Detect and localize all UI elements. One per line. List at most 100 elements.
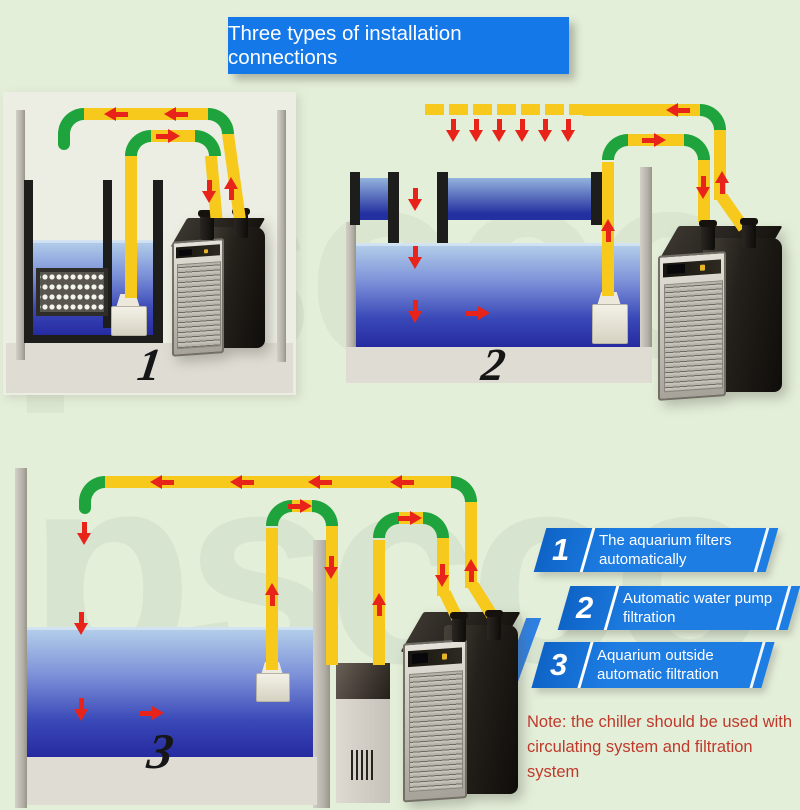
legend-separator — [579, 528, 596, 572]
tank1-divider — [103, 180, 112, 328]
arrow-left-icon — [164, 107, 188, 121]
chiller1-inlet-fitting — [198, 210, 216, 240]
chiller3-outlet-fitting — [485, 610, 503, 640]
arrow-right-icon — [140, 706, 164, 720]
tank1-right-wall — [153, 180, 163, 343]
diagram1-floor — [6, 343, 293, 393]
arrow-right-icon — [466, 306, 490, 320]
arrow-left-icon — [390, 475, 414, 489]
chiller-display — [663, 258, 722, 278]
pipe-return1 — [84, 108, 208, 120]
legend-label-line: automatically — [599, 551, 687, 568]
tank3-floor — [27, 757, 317, 805]
arrow-down-icon — [74, 698, 88, 722]
tank2-left-wall — [346, 222, 356, 380]
chiller-lcd — [411, 653, 428, 664]
legend-number: 1 — [552, 532, 570, 567]
legend-item-3: 3 Aquarium outside automatic filtration — [531, 642, 775, 688]
filter-box — [36, 268, 108, 316]
pump3-body — [256, 673, 290, 702]
arrow-down-icon — [408, 300, 422, 324]
arrow-up-icon — [372, 592, 386, 616]
filter-tower-top — [336, 663, 390, 699]
legend-separator — [603, 586, 620, 630]
arrow-up-icon — [265, 582, 279, 606]
chiller-grille — [663, 279, 723, 392]
filter-tower-vents — [351, 750, 375, 780]
chiller2-outlet-fitting — [740, 218, 758, 248]
chiller-front-panel — [172, 237, 225, 356]
legend-endline — [749, 642, 766, 688]
chiller3-inlet-fitting — [450, 612, 468, 642]
legend-item-1: 1 The aquarium filters automatically — [533, 528, 779, 572]
spray-bar-dashed — [425, 104, 583, 115]
arrow-right-icon — [398, 511, 422, 525]
arrow-down-icon — [408, 246, 422, 270]
tray-water-segment — [448, 178, 591, 220]
chiller-lcd — [179, 248, 193, 256]
chiller-grille — [408, 670, 464, 793]
pipe-outlet-end — [79, 500, 91, 514]
pipe-return3 — [105, 476, 451, 488]
chiller-led — [441, 653, 447, 661]
legend-endline — [775, 586, 792, 630]
tray-post — [591, 172, 602, 225]
legend-label-line: automatic filtration — [597, 666, 719, 683]
legend-number: 3 — [550, 647, 568, 682]
pipe-elbow — [700, 104, 726, 130]
legend-label: Automatic water pump filtration — [623, 589, 772, 627]
legend-number: 2 — [576, 590, 594, 625]
chiller-grille — [176, 260, 222, 349]
arrow-up-icon — [715, 170, 729, 194]
legend-label-line: Aquarium outside — [597, 646, 714, 664]
chiller-front-panel — [403, 639, 467, 803]
arrow-left-icon — [308, 475, 332, 489]
arrow-up-icon — [464, 558, 478, 582]
chiller-front-panel — [658, 250, 727, 401]
tank1-left-wall — [24, 180, 33, 343]
tray-post — [388, 172, 399, 243]
legend-label: The aquarium filters automatically — [599, 531, 732, 569]
tank1-bottom — [24, 335, 163, 343]
arrow-left-icon — [666, 103, 690, 117]
legend-label-line: Automatic water pump — [623, 589, 773, 607]
legend-item-2: 2 Automatic water pump filtration — [557, 586, 800, 630]
chiller-unit-2 — [657, 226, 783, 401]
chiller-led — [699, 264, 705, 271]
legend-label-line: The aquarium filters — [599, 531, 732, 549]
arrow-down-icon — [435, 564, 449, 588]
note-line: circulating system and filtration system — [527, 737, 753, 781]
tank3-right-wall — [313, 540, 330, 808]
arrow-right-icon — [642, 133, 666, 147]
legend-label: Aquarium outside automatic filtration — [597, 646, 719, 684]
arrow-up-icon — [601, 218, 615, 242]
arrow-left-icon — [230, 475, 254, 489]
arrow-down-icon — [408, 188, 422, 212]
tray-water-segment — [360, 178, 388, 220]
tank2-floor — [346, 347, 652, 383]
legend-endline — [753, 528, 770, 572]
arrow-right-icon — [156, 129, 180, 143]
title-banner: Three types of installation connections — [228, 17, 569, 74]
arrow-down-icon — [561, 119, 575, 143]
chiller2-inlet-fitting — [699, 220, 717, 250]
chiller-unit-3 — [400, 612, 521, 803]
arrow-down-icon — [74, 612, 88, 636]
chiller-lcd — [667, 264, 685, 275]
note-text: Note: the chiller should be used with ci… — [527, 710, 799, 784]
tray-post — [437, 172, 448, 243]
arrow-left-icon — [104, 107, 128, 121]
tank2-right-wall — [640, 167, 652, 380]
chiller-led — [203, 248, 208, 254]
pipe-pump1-riser — [125, 154, 137, 298]
pipe-outlet-end — [58, 132, 70, 150]
pump1-body — [111, 306, 147, 336]
arrow-down-icon — [324, 556, 338, 580]
chiller-display — [407, 647, 462, 668]
tank3-left-wall — [15, 468, 27, 808]
arrow-down-icon — [515, 119, 529, 143]
chiller-unit-1 — [171, 218, 266, 356]
legend-label-line: filtration — [623, 609, 676, 626]
arrow-left-icon — [150, 475, 174, 489]
